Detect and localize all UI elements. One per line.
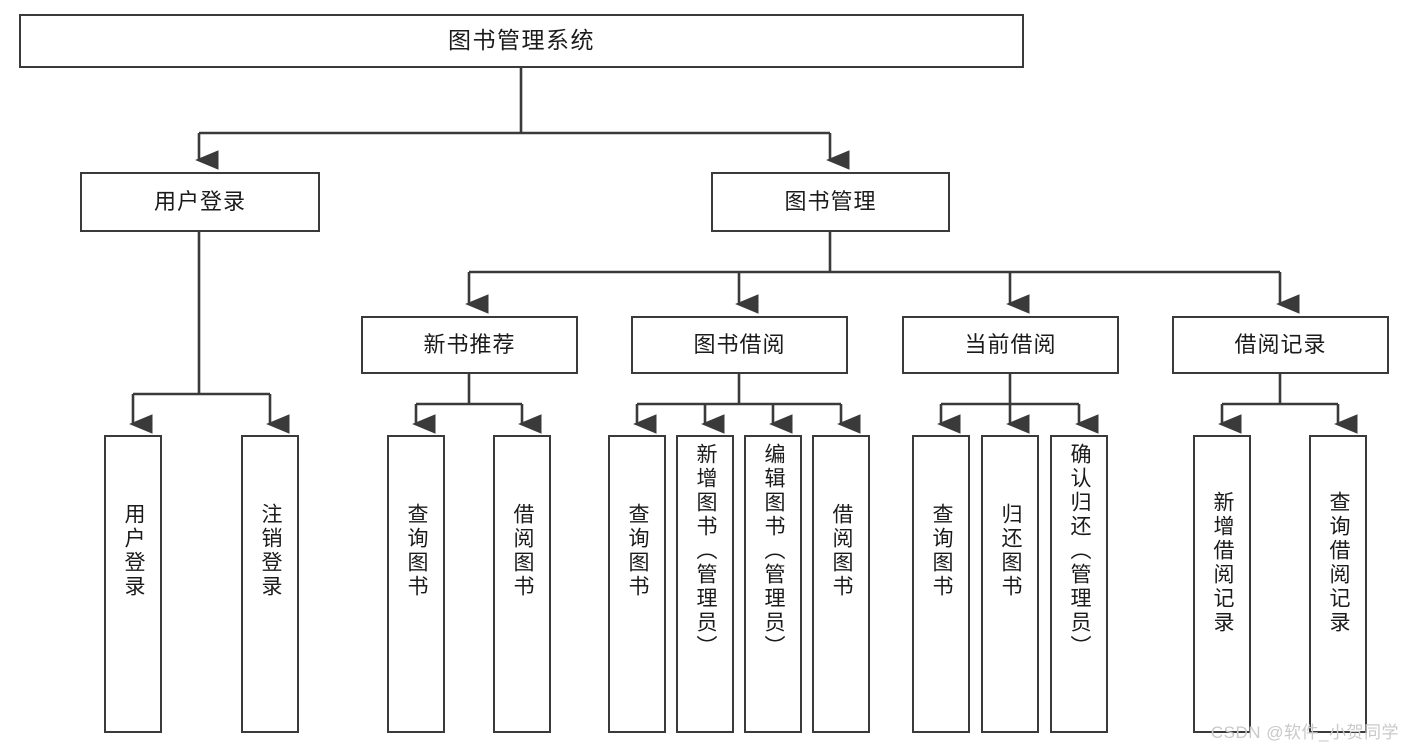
node-book-manage[interactable]: 图书管理 xyxy=(711,172,950,232)
node-leaf-user-login[interactable]: 用户登录 xyxy=(104,435,162,733)
node-leaf-edit-book[interactable]: 编辑图书（管理员） xyxy=(744,435,802,733)
node-leaf-borrow-book-2[interactable]: 借阅图书 xyxy=(812,435,870,733)
node-new-book-recommend-label: 新书推荐 xyxy=(423,332,516,358)
node-leaf-query-book-1-label: 查询图书 xyxy=(405,503,429,599)
node-book-borrow-label: 图书借阅 xyxy=(693,332,786,358)
node-new-book-recommend[interactable]: 新书推荐 xyxy=(361,316,578,374)
node-book-borrow[interactable]: 图书借阅 xyxy=(631,316,848,374)
watermark-text: CSDN @软件_小贺同学 xyxy=(1210,723,1399,742)
node-leaf-edit-book-label: 编辑图书（管理员） xyxy=(762,443,786,659)
node-leaf-confirm-return-label: 确认归还（管理员） xyxy=(1068,443,1092,659)
node-leaf-query-record[interactable]: 查询借阅记录 xyxy=(1309,435,1367,733)
node-user-login-label: 用户登录 xyxy=(153,189,246,215)
node-leaf-borrow-book-1[interactable]: 借阅图书 xyxy=(493,435,551,733)
node-leaf-query-book-2[interactable]: 查询图书 xyxy=(608,435,666,733)
node-user-login[interactable]: 用户登录 xyxy=(80,172,320,232)
node-root[interactable]: 图书管理系统 xyxy=(19,14,1024,68)
node-leaf-borrow-book-1-label: 借阅图书 xyxy=(511,503,535,599)
node-leaf-query-book-3-label: 查询图书 xyxy=(930,503,954,599)
node-leaf-add-record-label: 新增借阅记录 xyxy=(1211,491,1235,635)
node-borrow-record-label: 借阅记录 xyxy=(1234,332,1327,358)
node-leaf-query-book-1[interactable]: 查询图书 xyxy=(387,435,445,733)
node-leaf-return-book-label: 归还图书 xyxy=(999,503,1023,599)
node-root-label: 图书管理系统 xyxy=(448,27,595,54)
node-current-borrow[interactable]: 当前借阅 xyxy=(902,316,1119,374)
node-book-manage-label: 图书管理 xyxy=(784,189,877,215)
node-leaf-add-record[interactable]: 新增借阅记录 xyxy=(1193,435,1251,733)
node-leaf-query-record-label: 查询借阅记录 xyxy=(1327,491,1351,635)
node-leaf-return-book[interactable]: 归还图书 xyxy=(981,435,1039,733)
node-current-borrow-label: 当前借阅 xyxy=(964,332,1057,358)
node-leaf-borrow-book-2-label: 借阅图书 xyxy=(830,503,854,599)
node-leaf-logout-login-label: 注销登录 xyxy=(259,503,283,599)
node-borrow-record[interactable]: 借阅记录 xyxy=(1172,316,1389,374)
node-leaf-add-book-label: 新增图书（管理员） xyxy=(694,443,718,659)
node-leaf-add-book[interactable]: 新增图书（管理员） xyxy=(676,435,734,733)
node-leaf-query-book-2-label: 查询图书 xyxy=(626,503,650,599)
node-leaf-confirm-return[interactable]: 确认归还（管理员） xyxy=(1050,435,1108,733)
node-leaf-logout-login[interactable]: 注销登录 xyxy=(241,435,299,733)
node-leaf-query-book-3[interactable]: 查询图书 xyxy=(912,435,970,733)
node-leaf-user-login-label: 用户登录 xyxy=(122,503,146,599)
